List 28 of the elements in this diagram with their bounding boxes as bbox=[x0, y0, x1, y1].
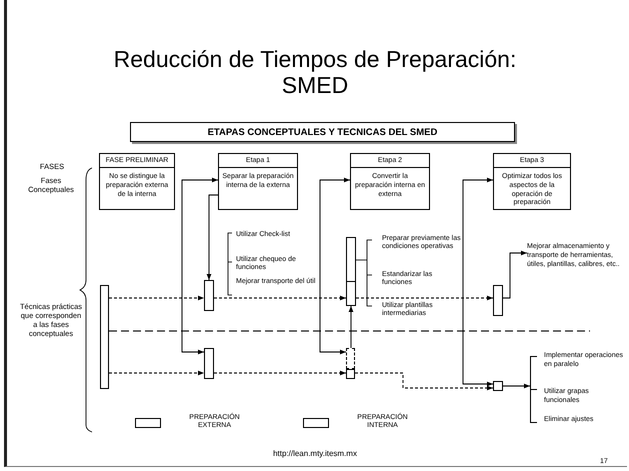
banner-title: ETAPAS CONCEPTUALES Y TECNICAS DEL SMED bbox=[130, 122, 515, 142]
bar bbox=[100, 285, 109, 389]
arrow bbox=[354, 372, 494, 390]
arrow bbox=[462, 178, 494, 386]
bar bbox=[346, 237, 356, 306]
arrow bbox=[502, 384, 530, 388]
arrow bbox=[320, 178, 350, 354]
bar bbox=[204, 348, 214, 379]
arrow bbox=[214, 370, 346, 376]
arrow bbox=[182, 178, 218, 354]
arrow bbox=[356, 296, 494, 300]
arrow bbox=[108, 296, 204, 300]
arrow bbox=[502, 250, 528, 298]
arrow bbox=[206, 194, 218, 280]
bar bbox=[204, 280, 214, 311]
small-box bbox=[346, 348, 355, 369]
stage-box bbox=[350, 153, 430, 210]
small-box bbox=[346, 369, 355, 379]
stage-box bbox=[99, 153, 175, 210]
stage-box bbox=[493, 153, 571, 210]
arrow bbox=[348, 306, 354, 348]
stage-box bbox=[218, 153, 298, 210]
arrow bbox=[214, 296, 346, 300]
label-text: http://lean.mty.itesm.mx bbox=[272, 449, 358, 459]
small-box bbox=[493, 381, 503, 391]
bar bbox=[493, 285, 503, 316]
arrow bbox=[108, 370, 204, 376]
slide-title: Reducción de Tiempos de Preparación: SMED bbox=[112, 46, 518, 98]
